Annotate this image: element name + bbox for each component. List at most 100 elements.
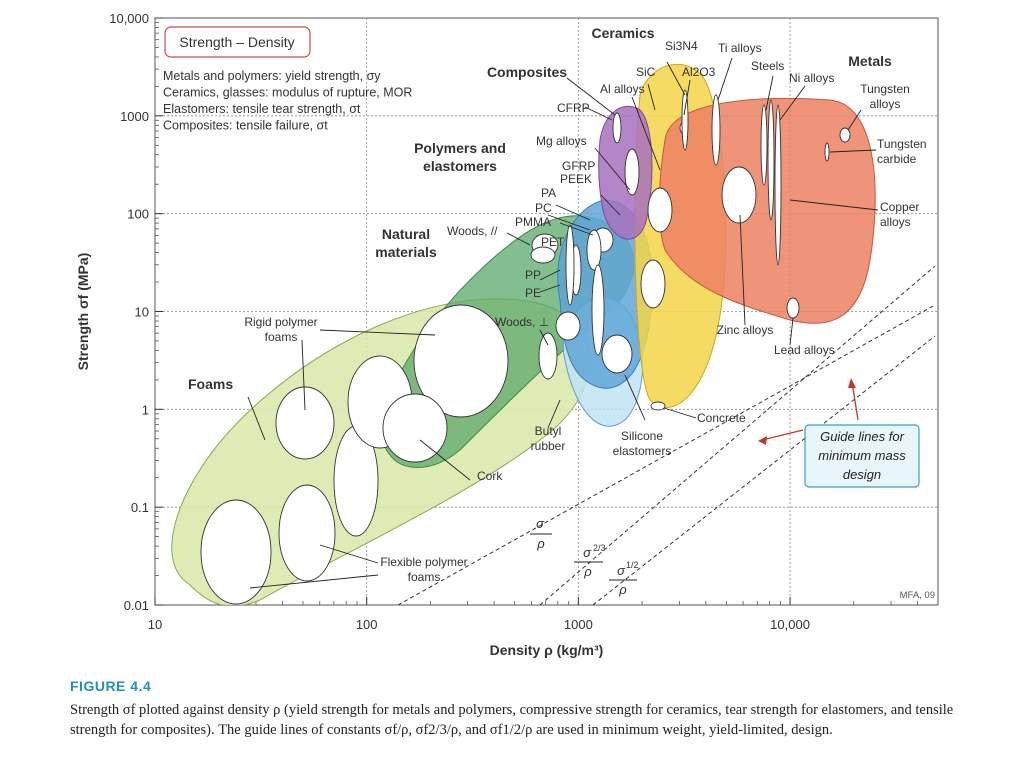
steel-bubble: [760, 104, 768, 186]
label-lead: Lead alloys: [774, 343, 835, 357]
leader-line: [584, 106, 613, 121]
label-metals: Metals: [848, 53, 892, 69]
x-tick-label: 1000: [564, 617, 593, 632]
label-zinc: Zinc alloys: [717, 323, 774, 337]
x-tick-label: 10: [148, 617, 162, 632]
leader-line: [779, 85, 806, 121]
zinc-bubble: [721, 166, 757, 224]
guide-line-sigma12-over-rho: [592, 335, 936, 605]
leader-line: [319, 544, 379, 564]
leader-line: [624, 374, 646, 421]
label-pa: PA: [541, 186, 556, 200]
label-cfrp: CFRP: [557, 101, 590, 115]
chart-note: Composites: tensile failure, σt: [163, 119, 328, 133]
label-pmma: PMMA: [515, 215, 551, 229]
label-pc: PC: [535, 201, 552, 215]
label-sic: SiC: [636, 65, 656, 79]
leader-line: [847, 109, 862, 131]
cfrp-bubble: [612, 112, 622, 144]
x-tick-label: 100: [356, 617, 378, 632]
guide-label-2-exp: 2/3: [593, 543, 606, 553]
cork-bubble: [382, 393, 448, 463]
x-tick-label: 10,000: [770, 617, 810, 632]
guide-label-1-den: ρ: [536, 536, 545, 551]
leader-line: [566, 77, 616, 116]
woods-perp-bubble: [538, 332, 558, 380]
rigid-foam-bubble: [275, 386, 335, 460]
label-composites: Composites: [487, 64, 567, 80]
y-tick-label: 10,000: [109, 11, 149, 26]
label-mg: Mg alloys: [536, 134, 587, 148]
label-cork: Cork: [477, 469, 503, 483]
leader-line: [717, 57, 733, 101]
label-ceramics: Ceramics: [591, 25, 654, 41]
guide-label-2-num: σ: [583, 545, 592, 560]
flexible-foam-bubble: [200, 499, 272, 605]
label-si3n4: Si3N4: [665, 39, 698, 53]
guide-label-3-den: ρ: [618, 582, 627, 597]
guide-arrowhead: [758, 436, 767, 445]
title-box-text: Strength – Density: [179, 34, 294, 50]
label-pp: PP: [525, 268, 541, 282]
ceramic-bubble: [640, 259, 666, 309]
chart-note: Metals and polymers: yield strength, σy: [163, 69, 381, 83]
label-concrete: Concrete: [697, 411, 746, 425]
steel-bubble: [767, 99, 775, 221]
guide-label-1-num: σ: [536, 516, 545, 531]
credit-label: MFA, 09: [900, 590, 935, 601]
leader-line: [663, 407, 697, 419]
label-steels: Steels: [751, 59, 784, 73]
figure-label: FIGURE 4.4: [70, 678, 152, 694]
leader-line: [247, 396, 266, 441]
guide-arrow: [851, 381, 859, 421]
y-axis-label: Strength σf (MPa): [75, 253, 91, 371]
leader-line: [594, 147, 631, 191]
label-peek: PEEK: [560, 172, 592, 186]
label-ti: Ti alloys: [718, 41, 762, 55]
leader-line: [539, 284, 561, 293]
leader-line: [666, 61, 686, 96]
leader-line: [789, 199, 879, 211]
figure-caption: FIGURE 4.4 Strength σf plotted against d…: [70, 678, 970, 740]
leader-line: [539, 329, 549, 346]
label-al2o3: Al2O3: [682, 65, 716, 79]
y-tick-label: 1000: [120, 109, 149, 124]
title-box: [164, 26, 311, 58]
label-gfrp: GFRP: [562, 159, 595, 173]
label-woods-parallel: Woods, //: [447, 224, 498, 238]
flexible-foam-bubble: [278, 484, 336, 582]
lead-bubble: [786, 297, 800, 319]
y-tick-label: 0.1: [131, 500, 149, 515]
y-tick-label: 1: [142, 402, 149, 417]
guide-box: [804, 424, 920, 488]
guide-arrow: [761, 429, 804, 441]
leader-line: [765, 75, 774, 111]
guide-arrowhead: [848, 378, 856, 388]
pp-bubble: [530, 246, 556, 264]
ti-bubble: [711, 94, 721, 166]
tungsten-alloy-bubble: [839, 127, 851, 143]
chart-note: Elastomers: tensile tear strength, σt: [163, 102, 361, 116]
leader-line: [647, 83, 656, 111]
leader-line: [547, 399, 561, 429]
leader-line: [829, 149, 877, 153]
elastomer-bubble: [591, 264, 605, 356]
leader-line: [559, 222, 594, 236]
ceramic-bubble: [647, 187, 673, 233]
guide-label-2-den: ρ: [583, 564, 592, 579]
leader-line: [547, 214, 591, 231]
y-tick-label: 100: [127, 207, 149, 222]
label-woods-perp: Woods, ⊥: [495, 315, 549, 329]
label-al-alloys: Al alloys: [600, 82, 645, 96]
